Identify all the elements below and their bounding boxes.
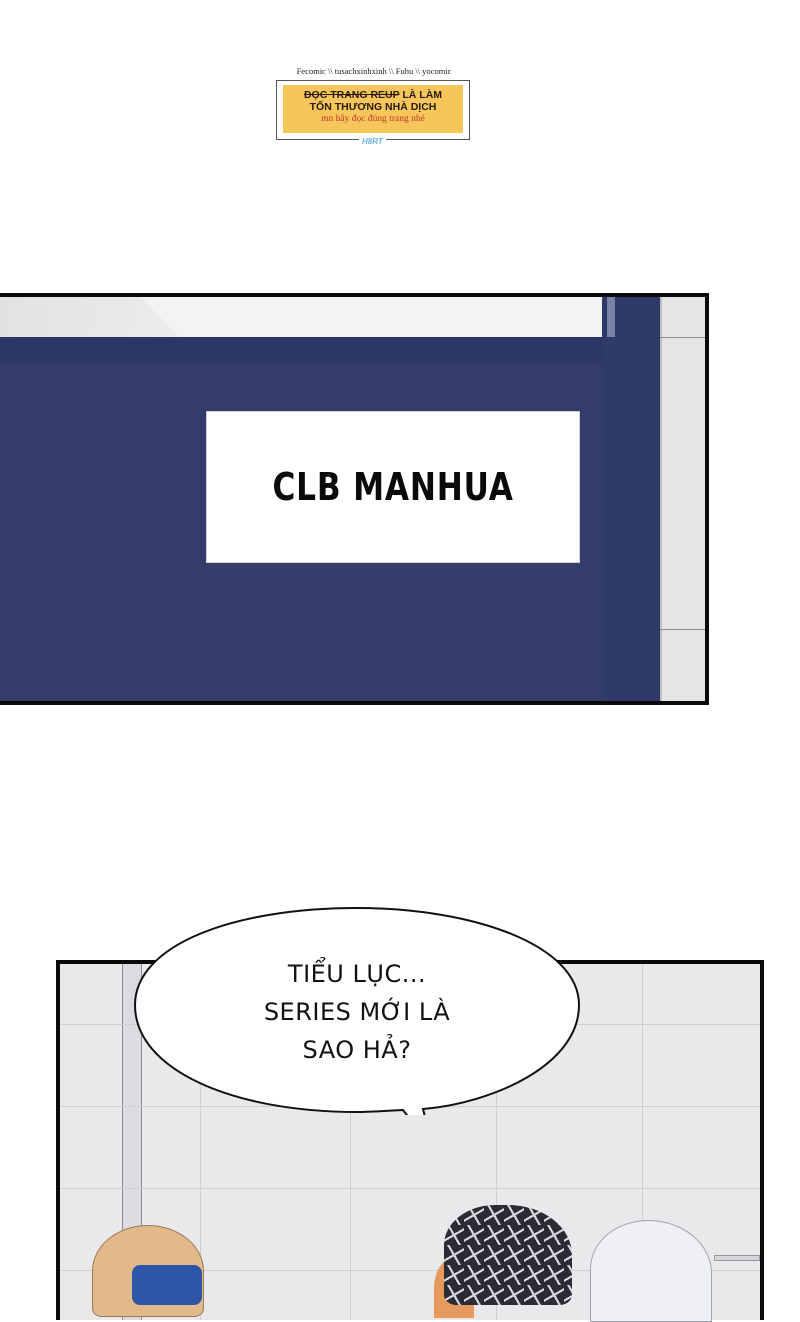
character-silver-hair (590, 1220, 712, 1322)
reup-warning-banner: ĐỌC TRANG REUP LÀ LÀM TỔN THƯƠNG NHÀ DỊC… (276, 80, 470, 146)
reup-warning-fill: ĐỌC TRANG REUP LÀ LÀM TỔN THƯƠNG NHÀ DỊC… (283, 85, 463, 133)
wall-tile-line (660, 337, 705, 338)
tile-line (60, 1188, 760, 1189)
comic-panel-1: CLB MANHUA (0, 293, 709, 705)
warning-line-1: ĐỌC TRANG REUP LÀ LÀM (283, 89, 463, 101)
club-name-sign: CLB MANHUA (206, 411, 580, 563)
side-wall (660, 297, 705, 701)
door-post-highlight (607, 297, 615, 337)
door-post (602, 297, 660, 701)
wall-rail (714, 1255, 760, 1261)
speech-bubble-text: TIỂU LỤC... SERIES MỚI LÀ SAO HẢ? (133, 955, 581, 1069)
tile-line (642, 964, 643, 1320)
speech-line-1: TIỂU LỤC... (287, 960, 427, 988)
warning-line-1-rest: LÀ LÀM (399, 89, 443, 101)
door-frame-top (0, 337, 640, 364)
scanlator-credits: Fecomic \\ tusachxinhxinh \\ Fuhu \\ yoc… (296, 66, 452, 76)
warning-line-3: mn hãy đọc đúng trang nhé (321, 114, 425, 124)
warning-line-2: TỔN THƯƠNG NHÀ DỊCH (309, 101, 437, 113)
character-plaid-bucket-hat (444, 1205, 572, 1305)
tile-line (200, 964, 201, 1320)
speech-line-3: SAO HẢ? (302, 1036, 412, 1064)
character-blue-headband (132, 1265, 202, 1305)
tile-line (60, 1270, 760, 1271)
tile-line (496, 964, 497, 1320)
tile-line (350, 964, 351, 1320)
scanlator-logo-icon: H8RT (359, 137, 386, 146)
speech-line-2: SERIES MỚI LÀ (263, 998, 451, 1026)
speech-bubble (133, 906, 581, 1115)
wall-tile-line (660, 629, 705, 630)
club-name-text: CLB MANHUA (272, 465, 514, 509)
warning-strike-text: ĐỌC TRANG REUP (303, 89, 400, 101)
